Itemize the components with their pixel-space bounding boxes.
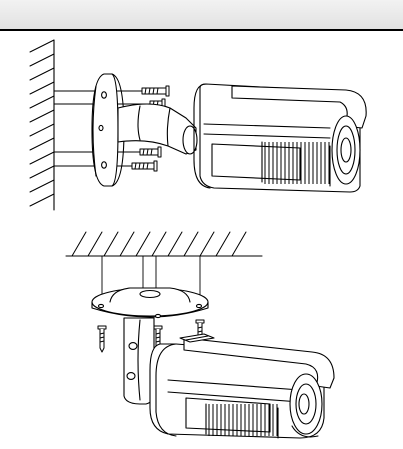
bracket-arm <box>118 104 197 154</box>
camera-body-wall <box>194 84 366 192</box>
ceiling-surface <box>66 232 262 256</box>
ceiling-mount-figure <box>66 232 334 438</box>
mounting-base <box>92 288 208 318</box>
wall-mount-figure <box>30 40 366 210</box>
camera-body-ceiling <box>150 334 334 438</box>
wall-surface <box>30 40 54 210</box>
